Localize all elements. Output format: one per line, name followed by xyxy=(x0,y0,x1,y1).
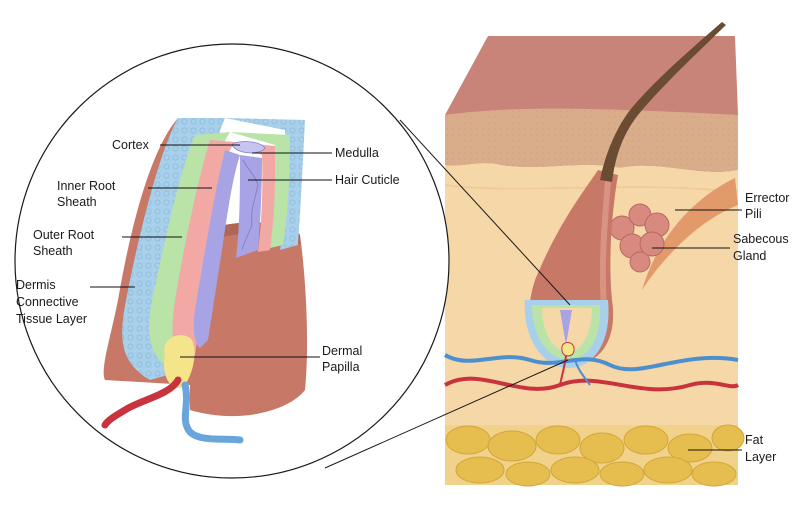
label-sabecous-gland-1: Sabecous xyxy=(733,232,789,246)
label-dermis-1: Dermis xyxy=(16,278,56,292)
sebaceous-gland xyxy=(609,203,670,273)
medulla-core xyxy=(193,150,240,348)
vein-magnified xyxy=(181,381,244,444)
artery-magnified xyxy=(101,376,182,429)
label-sabecous-gland-2: Gland xyxy=(733,249,766,263)
skin-surface xyxy=(445,36,738,115)
vein xyxy=(443,353,739,372)
connector-top xyxy=(399,119,571,306)
hair-shaft xyxy=(600,22,726,182)
label-cortex: Cortex xyxy=(112,138,150,152)
label-inner-root-sheath-2: Sheath xyxy=(57,195,97,209)
dermal-papilla xyxy=(164,335,195,389)
label-dermal-papilla-1: Dermal xyxy=(322,344,362,358)
skin-cross-section xyxy=(443,22,745,487)
fat-cells xyxy=(445,424,745,487)
label-medulla: Medulla xyxy=(335,146,379,160)
labels: Cortex Medulla Hair Cuticle Inner Root S… xyxy=(16,138,789,464)
errector-pili-muscle xyxy=(642,178,738,290)
inner-root-sheath-band xyxy=(172,140,235,360)
label-outer-root-sheath-1: Outer Root xyxy=(33,228,95,242)
label-inner-root-sheath-1: Inner Root xyxy=(57,179,116,193)
label-outer-root-sheath-2: Sheath xyxy=(33,244,73,258)
label-hair-cuticle: Hair Cuticle xyxy=(335,173,400,187)
artery xyxy=(444,376,740,392)
label-errector-pili-2: Pili xyxy=(745,207,762,221)
connector-bottom xyxy=(324,359,569,469)
label-dermis-3: Tissue Layer xyxy=(16,312,87,326)
label-errector-pili-1: Errector xyxy=(745,191,789,205)
label-fat-layer-1: Fat xyxy=(745,433,764,447)
label-dermis-2: Connective xyxy=(16,295,79,309)
dermal-papilla-small xyxy=(561,342,575,357)
label-fat-layer-2: Layer xyxy=(745,450,776,464)
label-dermal-papilla-2: Papilla xyxy=(322,360,360,374)
magnified-view xyxy=(14,43,571,479)
cortex-top xyxy=(231,141,266,154)
